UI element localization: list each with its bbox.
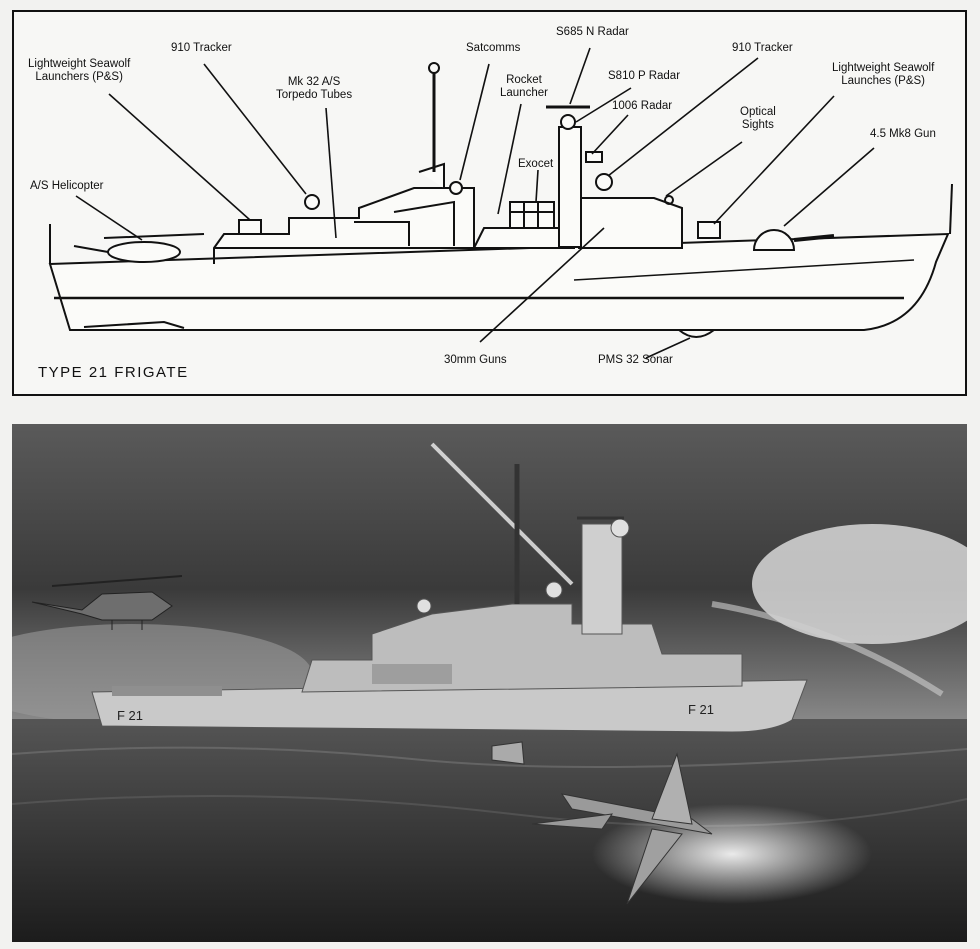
bridge-superstructure: [579, 198, 682, 248]
seawolf-aft-launcher: [239, 220, 261, 234]
funnel: [419, 164, 444, 188]
jackstaff: [950, 184, 952, 234]
label-main-gun: 4.5 Mk8 Gun: [870, 128, 936, 141]
painting-scene: F 21 F 21: [12, 424, 967, 942]
label-30mm-guns: 30mm Guns: [444, 354, 507, 367]
ship-profile-drawing: [14, 12, 965, 394]
hull-marking-stern: F 21: [117, 708, 143, 723]
main-gun-turret: [754, 230, 794, 250]
label-s810-radar: S810 P Radar: [608, 70, 680, 83]
radar-1006: [586, 152, 602, 162]
diagram-title: TYPE 21 FRIGATE: [38, 364, 189, 381]
tracker-fwd-icon: [596, 174, 612, 190]
label-sonar: PMS 32 Sonar: [598, 354, 673, 367]
main-mast: [559, 127, 581, 247]
sonar-dome: [679, 330, 714, 337]
label-tracker-fwd: 910 Tracker: [732, 42, 793, 55]
hull-marking-bow: F 21: [688, 702, 714, 717]
tracker-aft-icon: [305, 195, 319, 209]
seawolf-fwd-launcher: [698, 222, 720, 238]
mast-top: [429, 63, 439, 73]
label-exocet: Exocet: [518, 158, 553, 171]
helicopter-icon: [108, 242, 180, 262]
label-helicopter: A/S Helicopter: [30, 180, 104, 193]
frigate-painting: F 21 F 21: [12, 424, 967, 942]
label-1006-radar: 1006 Radar: [612, 100, 672, 113]
label-satcomms: Satcomms: [466, 42, 520, 55]
label-tracker-aft: 910 Tracker: [171, 42, 232, 55]
s810-radar-dome: [561, 115, 575, 129]
label-s685-radar: S685 N Radar: [556, 26, 629, 39]
satcomms-dome: [450, 182, 462, 194]
exocet-launchers: [510, 202, 554, 228]
